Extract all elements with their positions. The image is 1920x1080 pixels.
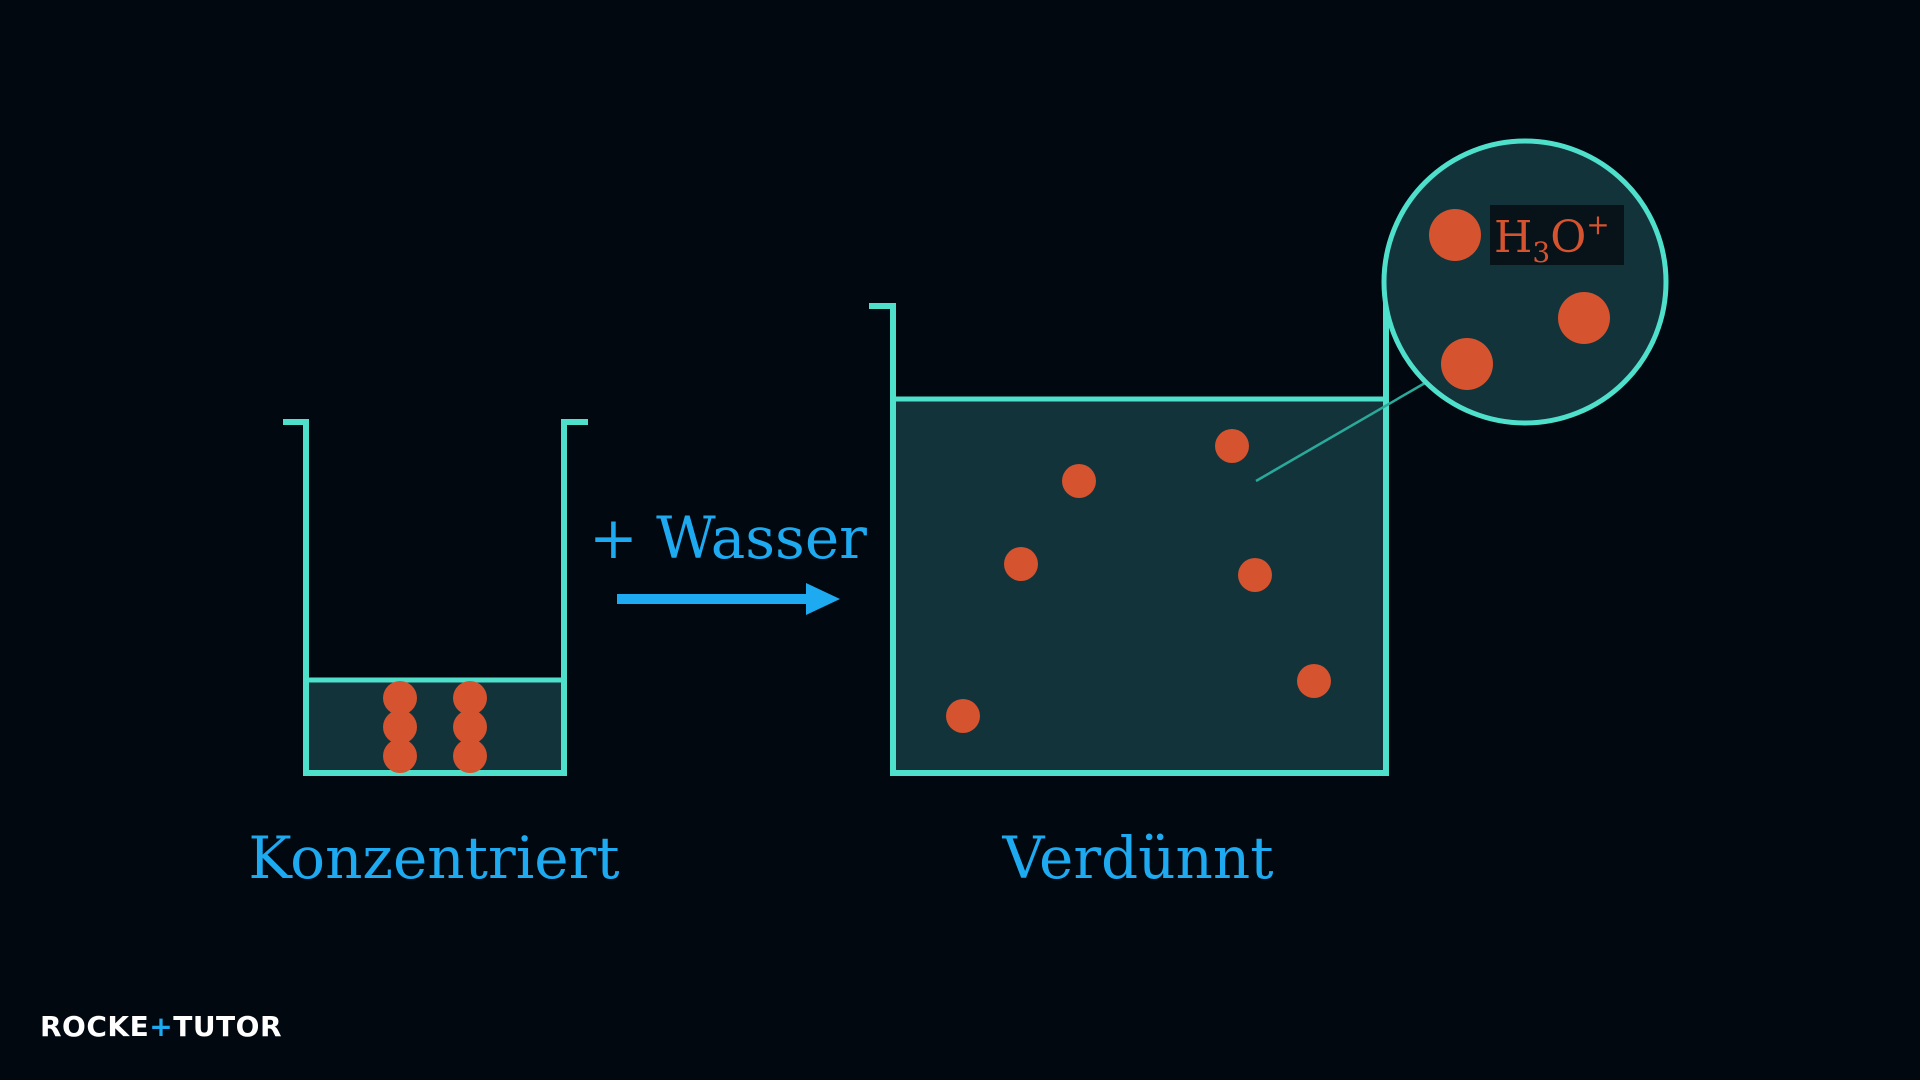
particle-dot-icon: [1062, 464, 1096, 498]
dilute-beaker: [869, 303, 1408, 776]
concentrated-beaker: [283, 419, 588, 776]
concentrated-beaker-outline: [283, 419, 588, 776]
particle-dot-icon: [383, 710, 417, 744]
magnifier-circle: [1381, 138, 1669, 426]
concentrated-liquid: [306, 680, 564, 773]
concentrated-particles: [383, 681, 487, 773]
dilute-label: Verdünnt: [1001, 824, 1273, 892]
particle-dot-icon: [1429, 209, 1481, 261]
particle-dot-icon: [453, 681, 487, 715]
particle-dot-icon: [1441, 338, 1493, 390]
ion-label: H3O+: [1494, 208, 1610, 269]
particle-dot-icon: [1558, 292, 1610, 344]
particle-dot-icon: [1238, 558, 1272, 592]
concentrated-label: Konzentriert: [248, 824, 619, 892]
particle-dot-icon: [453, 710, 487, 744]
particle-dot-icon: [1215, 429, 1249, 463]
particle-dot-icon: [946, 699, 980, 733]
process-step: + Wasser: [589, 504, 867, 615]
particle-dot-icon: [383, 739, 417, 773]
process-label: + Wasser: [589, 504, 867, 572]
rockettutor-logo: ROCKE+TUTOR: [40, 1010, 282, 1043]
particle-dot-icon: [383, 681, 417, 715]
particle-dot-icon: [1004, 547, 1038, 581]
logo-plus: +: [149, 1010, 174, 1043]
ion-label-background: [1490, 205, 1624, 265]
logo-part2: TUTO: [173, 1010, 260, 1043]
magnifier-circle-icon: H3O+: [1255, 138, 1669, 483]
dilute-particles: [946, 429, 1331, 733]
particle-dot-icon: [453, 739, 487, 773]
logo-part3: R: [259, 1010, 283, 1043]
right-arrow-icon: [617, 583, 840, 615]
magnifier-pointer-line: [1255, 381, 1426, 483]
logo-part1: ROCKE: [40, 1010, 150, 1043]
particle-dot-icon: [1297, 664, 1331, 698]
